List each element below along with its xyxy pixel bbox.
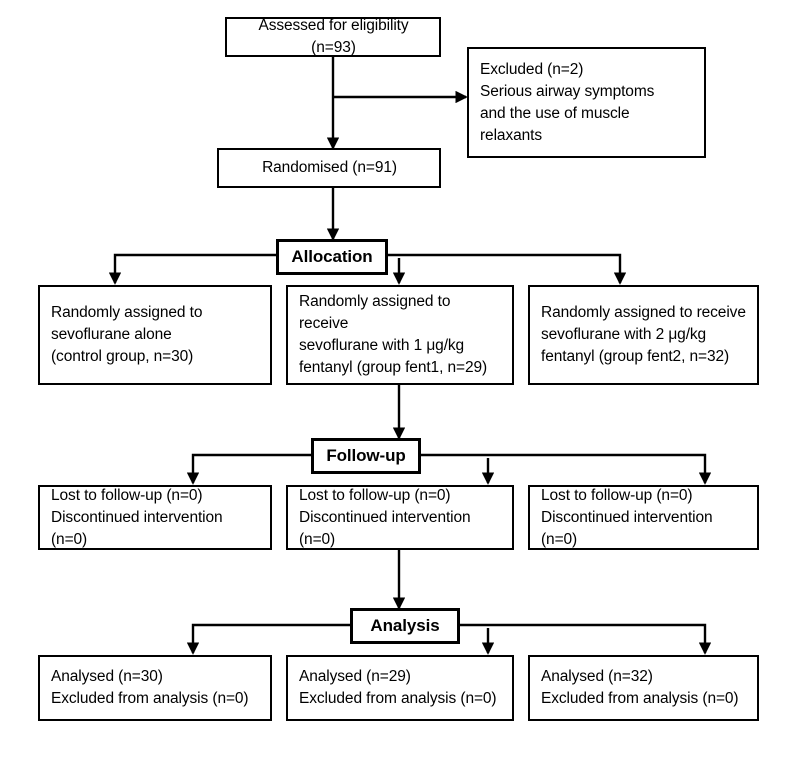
node-analysed-fent1: Analysed (n=29) Excluded from analysis (…: [286, 655, 514, 721]
stage-allocation: Allocation: [276, 239, 388, 275]
node-followup-fent1: Lost to follow-up (n=0) Discontinued int…: [286, 485, 514, 550]
line-analysis-to-control: [186, 623, 350, 655]
line-allocation-to-control: [108, 253, 276, 285]
line-allocation-to-fent2: [388, 253, 627, 285]
analysed-fent1-label: Analysed (n=29) Excluded from analysis (…: [299, 668, 497, 707]
node-analysed-control: Analysed (n=30) Excluded from analysis (…: [38, 655, 272, 721]
node-analysed-fent2: Analysed (n=32) Excluded from analysis (…: [528, 655, 759, 721]
alloc-fent2-label: Randomly assigned to receive sevoflurane…: [541, 304, 746, 365]
node-randomised: Randomised (n=91): [217, 148, 441, 188]
stage-followup: Follow-up: [311, 438, 421, 474]
analysed-control-label: Analysed (n=30) Excluded from analysis (…: [51, 668, 249, 707]
node-excluded: Excluded (n=2) Serious airway symptoms a…: [467, 47, 706, 158]
line-analysis-to-fent2: [460, 623, 712, 655]
node-followup-fent2: Lost to follow-up (n=0) Discontinued int…: [528, 485, 759, 550]
node-allocation-fent2: Randomly assigned to receive sevoflurane…: [528, 285, 759, 385]
node-allocation-control: Randomly assigned to sevoflurane alone (…: [38, 285, 272, 385]
follow-control-label: Lost to follow-up (n=0) Discontinued int…: [51, 486, 223, 548]
randomised-label: Randomised (n=91): [262, 159, 397, 176]
stage-analysis: Analysis: [350, 608, 460, 644]
analysis-stage-label: Analysis: [370, 615, 440, 635]
alloc-control-label: Randomly assigned to sevoflurane alone (…: [51, 304, 203, 365]
analysed-fent2-label: Analysed (n=32) Excluded from analysis (…: [541, 668, 739, 707]
assessed-label: Assessed for eligibility (n=93): [258, 17, 409, 56]
node-allocation-fent1: Randomly assigned to receive sevoflurane…: [286, 285, 514, 385]
node-assessed-for-eligibility: Assessed for eligibility (n=93): [225, 17, 441, 57]
alloc-fent1-label: Randomly assigned to receive sevoflurane…: [299, 293, 488, 376]
line-followup-to-control: [186, 453, 311, 485]
follow-fent1-label: Lost to follow-up (n=0) Discontinued int…: [299, 486, 471, 548]
followup-stage-label: Follow-up: [326, 445, 406, 465]
follow-fent2-label: Lost to follow-up (n=0) Discontinued int…: [541, 486, 713, 548]
excluded-label: Excluded (n=2) Serious airway symptoms a…: [480, 60, 655, 144]
node-followup-control: Lost to follow-up (n=0) Discontinued int…: [38, 485, 272, 550]
allocation-stage-label: Allocation: [291, 246, 373, 266]
line-followup-to-fent2: [421, 453, 712, 485]
